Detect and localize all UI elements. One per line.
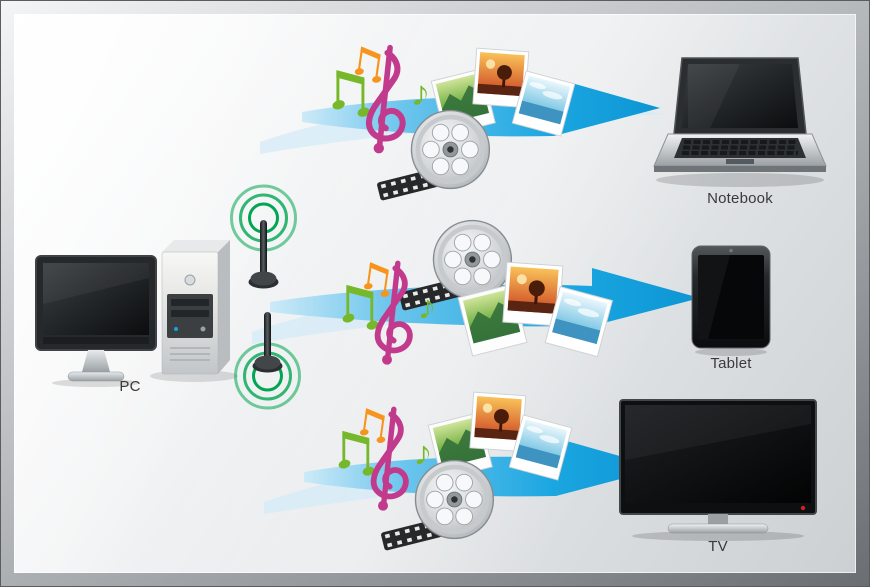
- notebook-label: Notebook: [707, 190, 773, 207]
- scene-svg: [35, 14, 827, 573]
- wifi-antenna-top-icon: [248, 220, 279, 289]
- tv-illustration: [619, 399, 817, 541]
- tablet-label: Tablet: [710, 355, 752, 372]
- tv-label: TV: [708, 538, 728, 555]
- tablet-illustration: [691, 245, 771, 356]
- wifi-antenna-bottom-icon: [252, 312, 283, 373]
- notebook-illustration: [653, 57, 827, 187]
- pc-tower: [150, 240, 238, 382]
- pc-label: PC: [119, 378, 141, 395]
- pc-monitor: [35, 255, 157, 387]
- diagram-canvas: PC Notebook Tablet TV: [14, 14, 856, 573]
